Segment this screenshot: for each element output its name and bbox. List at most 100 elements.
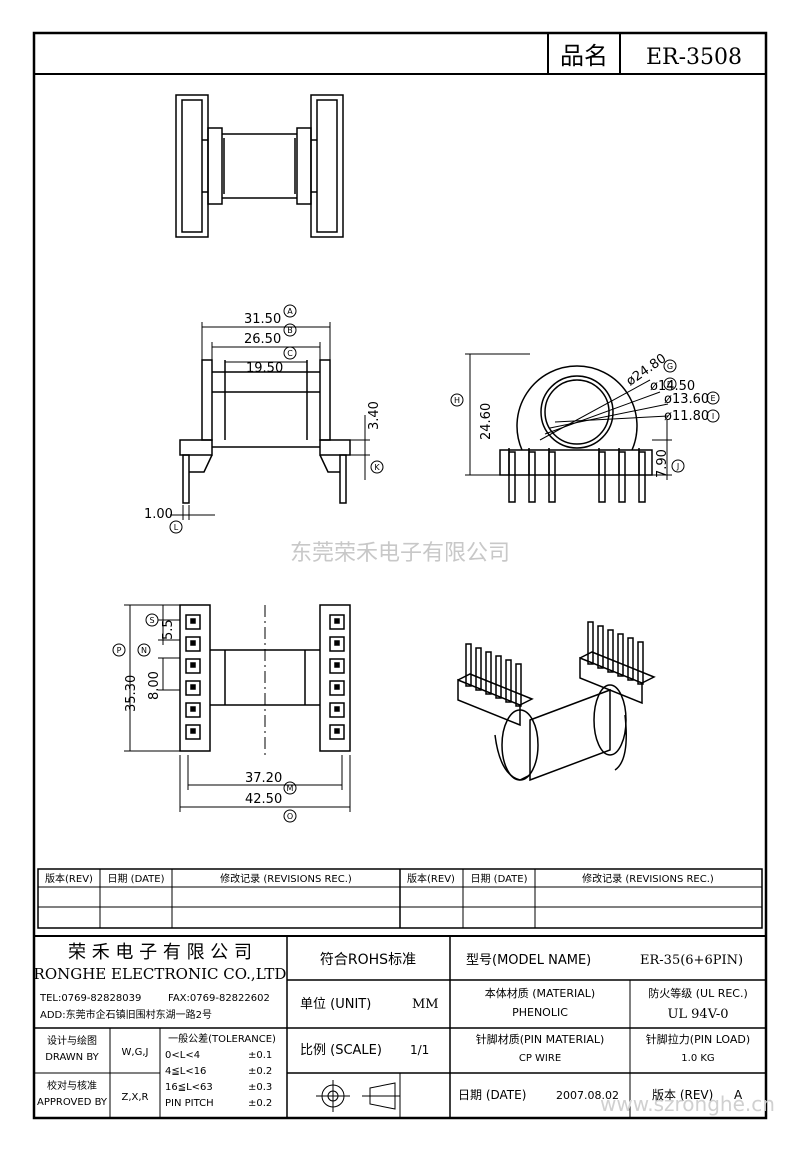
- front-dimensions: [170, 322, 370, 520]
- dim-b-value: 26.50: [244, 332, 281, 347]
- side-pin: [598, 451, 606, 503]
- pin-load-label: 针脚拉力(PIN LOAD): [646, 1032, 750, 1046]
- revision-headers: 版本(REV) 日期 (DATE) 修改记录 (REVISIONS REC.) …: [45, 872, 714, 885]
- bottom-slot-left: [185, 658, 201, 674]
- material-label: 本体材质 (MATERIAL): [485, 986, 595, 1000]
- svg-text:K: K: [374, 463, 380, 472]
- model-value: ER-35(6+6PIN): [640, 953, 743, 968]
- iso-pin-left: [485, 651, 492, 695]
- iso-pin-left: [465, 643, 472, 687]
- company-en: RONGHE ELECTRONIC CO.,LTD: [34, 965, 287, 983]
- dim-d-value: ø14.50: [650, 379, 695, 394]
- dim-i-value: ø11.80: [664, 409, 709, 424]
- scale-label: 比例 (SCALE): [300, 1043, 382, 1058]
- svg-text:版本(REV): 版本(REV): [407, 872, 455, 885]
- bottom-slot-right: [329, 614, 345, 630]
- dim-p-value: 35.30: [124, 675, 139, 712]
- svg-text:P: P: [117, 646, 122, 655]
- tolerance-title: 一般公差(TOLERANCE): [168, 1032, 276, 1045]
- fire-value: UL 94V-0: [667, 1007, 728, 1022]
- dim-k-value: 3.40: [367, 401, 382, 430]
- svg-text:4≦L<16: 4≦L<16: [165, 1066, 206, 1077]
- iso-pin-right: [617, 633, 624, 677]
- rohs-label: 符合ROHS标准: [320, 952, 416, 968]
- bottom-slot-left: [185, 702, 201, 718]
- watermark-center: 东莞荣禾电子有限公司: [290, 541, 510, 566]
- company-fax: FAX:0769-82822602: [168, 993, 270, 1004]
- dim-n-value: 8.00: [147, 671, 162, 700]
- iso-pin-right: [587, 621, 594, 665]
- projection-symbol-icon: [316, 1080, 400, 1112]
- pin-material-label: 针脚材质(PIN MATERIAL): [476, 1032, 605, 1046]
- front-view: [179, 359, 351, 504]
- model-label: 型号(MODEL NAME): [466, 953, 591, 968]
- dim-e-value: ø13.60: [664, 392, 709, 407]
- approve-value: Z,X,R: [121, 1092, 148, 1103]
- design-en: DRAWN BY: [45, 1052, 99, 1063]
- svg-text:L: L: [174, 523, 179, 532]
- dim-m-value: 37.20: [245, 771, 282, 786]
- bottom-slot-left: [185, 680, 201, 696]
- dim-a-value: 31.50: [244, 312, 281, 327]
- dim-h-value: 24.60: [479, 403, 494, 440]
- iso-pin-left: [495, 655, 502, 699]
- revision-table: [37, 868, 763, 929]
- dim-s-value: 5.5: [161, 619, 176, 640]
- scale-value: 1/1: [410, 1043, 429, 1057]
- svg-text:修改记录 (REVISIONS REC.): 修改记录 (REVISIONS REC.): [220, 872, 352, 885]
- product-label: 品名: [560, 42, 608, 70]
- dim-letters: A B C K L H G D E I J P S N M O: [117, 307, 716, 821]
- material-value: PHENOLIC: [512, 1006, 568, 1019]
- dim-c-value: 19.50: [246, 361, 283, 376]
- svg-text:±0.2: ±0.2: [248, 1098, 272, 1109]
- svg-text:±0.1: ±0.1: [248, 1050, 272, 1061]
- title-block: [34, 935, 766, 1118]
- side-pin: [548, 451, 556, 503]
- svg-text:日期 (DATE): 日期 (DATE): [108, 873, 165, 885]
- svg-text:16≦L<63: 16≦L<63: [165, 1082, 213, 1093]
- svg-text:B: B: [287, 326, 293, 335]
- svg-text:D: D: [667, 380, 673, 389]
- bottom-slot-left: [185, 636, 201, 652]
- svg-text:H: H: [454, 396, 460, 405]
- watermark-corner: www.szronghe.cn: [600, 1092, 775, 1116]
- svg-text:日期 (DATE): 日期 (DATE): [471, 873, 528, 885]
- svg-text:修改记录 (REVISIONS REC.): 修改记录 (REVISIONS REC.): [582, 872, 714, 885]
- bottom-dimensions: [124, 604, 351, 812]
- dim-j-value: 7.90: [655, 449, 670, 478]
- product-name: ER-3508: [646, 45, 742, 70]
- svg-text:C: C: [287, 349, 293, 358]
- svg-text:S: S: [149, 616, 154, 625]
- approve-cn: 校对与核准: [47, 1079, 97, 1092]
- top-view: [175, 94, 344, 238]
- date-value: 2007.08.02: [556, 1089, 619, 1102]
- fire-label: 防火等级 (UL REC.): [648, 986, 748, 1000]
- svg-text:PIN PITCH: PIN PITCH: [165, 1098, 214, 1109]
- svg-text:版本(REV): 版本(REV): [45, 872, 93, 885]
- svg-text:E: E: [710, 394, 715, 403]
- dim-l-value: 1.00: [144, 507, 173, 522]
- company-cn: 荣 禾 电 子 有 限 公 司: [68, 942, 252, 963]
- pin-material-value: CP WIRE: [519, 1053, 561, 1064]
- pin-load-value: 1.0 KG: [681, 1053, 714, 1064]
- side-pin: [508, 451, 516, 503]
- bottom-slot-left: [185, 724, 201, 740]
- iso-pin-left: [475, 647, 482, 691]
- dim-o-value: 42.50: [245, 792, 282, 807]
- unit-label: 单位 (UNIT): [300, 997, 371, 1012]
- iso-pin-left: [505, 659, 512, 703]
- approve-en: APPROVED BY: [37, 1097, 108, 1108]
- svg-text:±0.3: ±0.3: [248, 1082, 272, 1093]
- company-tel: TEL:0769-82828039: [39, 993, 141, 1004]
- svg-text:M: M: [287, 784, 294, 793]
- iso-pin-right: [627, 637, 634, 681]
- svg-text:J: J: [676, 462, 679, 471]
- iso-pin-right: [607, 629, 614, 673]
- iso-pin-right: [637, 641, 644, 685]
- svg-text:±0.2: ±0.2: [248, 1066, 272, 1077]
- svg-text:O: O: [287, 812, 293, 821]
- side-pin: [528, 451, 536, 503]
- side-pin: [618, 451, 626, 503]
- design-cn: 设计与绘图: [47, 1034, 97, 1047]
